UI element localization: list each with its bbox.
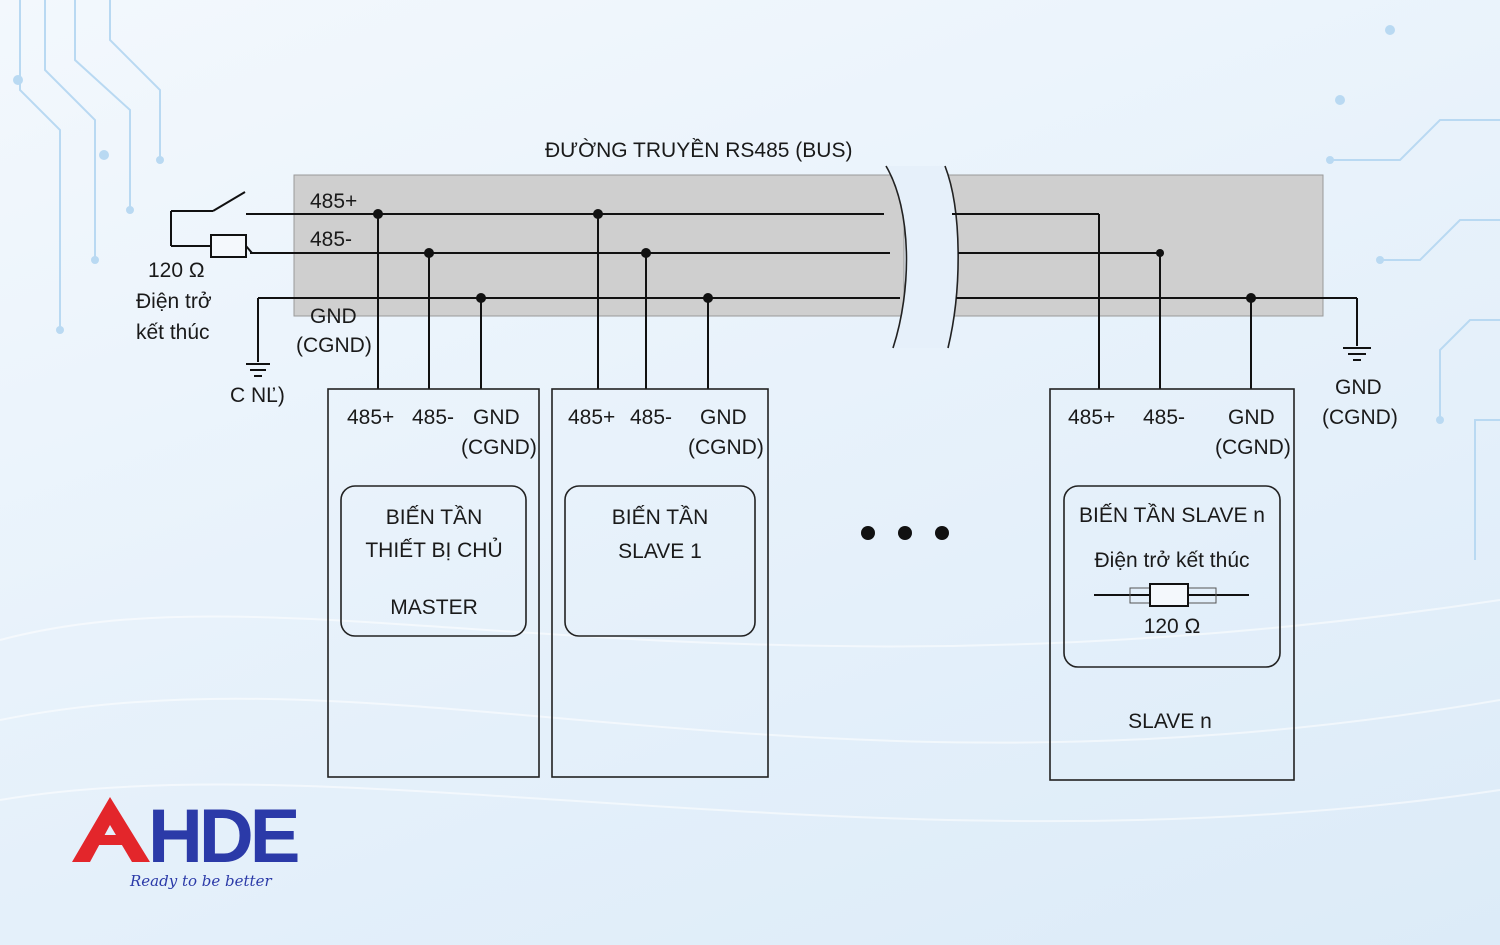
bus-label-485minus: 485-	[310, 228, 352, 251]
ellipsis-icon	[861, 526, 949, 540]
terminator-value: 120 Ω	[148, 259, 205, 282]
bus-wires	[246, 213, 1357, 299]
master-term-gnd: GND	[473, 406, 520, 429]
bus-label-485plus: 485+	[310, 190, 357, 213]
slaven-footer: SLAVE n	[1128, 710, 1212, 733]
resistor-icon	[210, 234, 247, 258]
terminator-label-1: Điện trở	[136, 290, 212, 313]
master-name-2: THIẾT BỊ CHỦ	[365, 538, 502, 562]
drop-wires	[377, 214, 1252, 389]
slave1-name-1: BIẾN TẦN	[612, 506, 708, 529]
device-slave1: 485+ 485- GND (CGND) BIẾN TẦN SLAVE 1	[551, 388, 769, 778]
logo-mark-a	[72, 797, 150, 862]
logo-slogan: Ready to be better	[129, 872, 272, 890]
right-ground-sub: (CGND)	[1322, 406, 1398, 429]
slaven-term-plus: 485+	[1068, 406, 1115, 429]
right-ground-label: GND	[1335, 376, 1382, 399]
device-master: 485+ 485- GND (CGND) BIẾN TẦN THIẾT BỊ C…	[327, 388, 540, 778]
bus-cable-right	[941, 174, 1324, 317]
brand-logo: HDE Ready to be better	[72, 794, 302, 890]
slaven-term-gnd: GND	[1228, 406, 1275, 429]
left-ground-label: C NĽ)	[230, 384, 285, 407]
slaven-resistor-label: Điện trở kết thúc	[1095, 549, 1250, 572]
master-term-minus: 485-	[412, 406, 454, 429]
master-term-plus: 485+	[347, 406, 394, 429]
terminator-label-2: kết thúc	[136, 321, 210, 344]
slave1-term-minus: 485-	[630, 406, 672, 429]
resistor-icon	[1149, 583, 1189, 607]
background-decoration	[13, 0, 1500, 560]
slaven-term-minus: 485-	[1143, 406, 1185, 429]
master-term-gnd-sub: (CGND)	[461, 436, 537, 459]
slave1-term-plus: 485+	[568, 406, 615, 429]
right-ground	[1343, 298, 1371, 361]
master-name-3: MASTER	[390, 596, 478, 619]
bus-label-gnd: GND	[310, 305, 357, 328]
master-name-1: BIẾN TẦN	[386, 506, 482, 529]
bus-title: ĐƯỜNG TRUYỀN RS485 (BUS)	[545, 139, 852, 162]
left-terminator	[170, 191, 270, 377]
junction-dots	[373, 209, 1256, 303]
slaven-term-gnd-sub: (CGND)	[1215, 436, 1291, 459]
device-slaven: 485+ 485- GND (CGND) BIẾN TẦN SLAVE n Đi…	[1049, 388, 1295, 781]
slaven-resistor-value: 120 Ω	[1144, 615, 1201, 638]
slaven-name: BIẾN TẦN SLAVE n	[1079, 504, 1265, 527]
slave1-name-2: SLAVE 1	[618, 540, 702, 563]
bus-label-gnd-sub: (CGND)	[296, 334, 372, 357]
logo-letters: HDE	[148, 794, 298, 879]
slave1-term-gnd-sub: (CGND)	[688, 436, 764, 459]
slave1-term-gnd: GND	[700, 406, 747, 429]
